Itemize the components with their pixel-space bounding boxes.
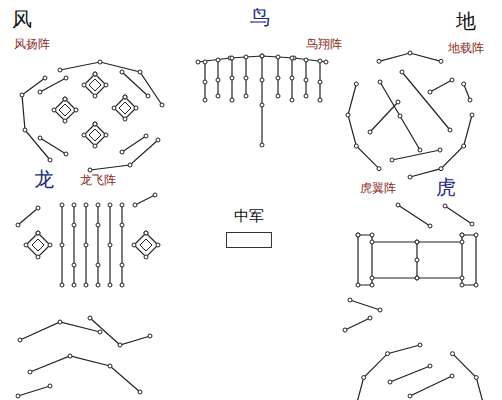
formation-name: 龙飞阵 [80, 174, 116, 187]
formation-line [350, 300, 380, 310]
formation-line [18, 208, 38, 225]
formation-line [134, 233, 158, 257]
formation-line [305, 60, 306, 96]
command-post: 中军 [226, 208, 272, 248]
formation-name: 地载阵 [448, 42, 484, 55]
formation-line [84, 124, 106, 146]
formation-line [453, 354, 486, 400]
formation-line [61, 205, 62, 285]
command-box [226, 232, 272, 248]
formation-line [392, 150, 440, 160]
formation-line [109, 205, 110, 285]
formation-line [40, 138, 66, 154]
formation-line [380, 82, 420, 150]
formation-line [97, 205, 98, 285]
formation-line [370, 102, 398, 132]
formation-line [89, 79, 101, 91]
formation-glyph: 风 [12, 8, 32, 30]
formation-line [445, 206, 472, 224]
tiger-formation [350, 205, 476, 310]
formation-glyph: 鸟 [250, 6, 270, 28]
formation-line [430, 80, 452, 92]
formation-line [410, 115, 472, 177]
formation-glyph: 虎 [436, 176, 456, 198]
formation-line [18, 386, 50, 396]
formation-line [416, 242, 417, 278]
formation-line [277, 57, 278, 96]
formation-line [291, 58, 292, 100]
formation-line [54, 99, 76, 121]
formation-line [26, 233, 50, 257]
lower-formations [18, 318, 485, 400]
formation-line [90, 318, 150, 345]
formation-line [410, 376, 452, 396]
formation-line [140, 239, 152, 251]
formation-name: 虎翼阵 [360, 182, 396, 195]
formation-line [135, 195, 155, 205]
formation-line [464, 84, 470, 100]
formation-line [319, 61, 320, 100]
formation-line [40, 78, 66, 92]
formation-line [261, 56, 262, 145]
formation-line [59, 104, 71, 116]
formation-line [60, 62, 162, 105]
formation-line [122, 72, 148, 96]
wind-formation [22, 62, 162, 170]
formation-line [122, 136, 146, 152]
command-label: 中军 [234, 208, 264, 225]
formation-line [348, 84, 379, 169]
earth-formation [348, 53, 472, 177]
formation-line [20, 322, 100, 340]
formation-line [398, 205, 430, 226]
formation-line [73, 205, 74, 285]
formation-line [119, 102, 131, 114]
formation-line [345, 318, 370, 330]
formation-line [402, 72, 450, 130]
formation-line [217, 60, 218, 96]
formation-name: 风扬阵 [14, 38, 50, 51]
formation-glyph: 龙 [34, 168, 54, 190]
formation-line [355, 345, 420, 400]
formation-line [121, 205, 122, 285]
formation-line [90, 140, 158, 170]
formation-line [32, 239, 44, 251]
formation-line [231, 58, 232, 100]
formation-glyph: 地 [456, 10, 476, 32]
formation-name: 鸟翔阵 [306, 38, 342, 51]
formation-line [462, 235, 476, 285]
dragon-formation [18, 195, 158, 285]
formation-line [85, 205, 86, 285]
formation-line [379, 53, 441, 61]
formation-line [204, 62, 205, 100]
formation-line [89, 129, 101, 141]
formation-line [245, 57, 246, 96]
formation-line [84, 74, 106, 96]
formation-line [390, 366, 430, 382]
formation-line [358, 235, 372, 285]
formation-line [114, 97, 136, 119]
bird-formation [198, 56, 326, 145]
formation-line [22, 78, 50, 160]
